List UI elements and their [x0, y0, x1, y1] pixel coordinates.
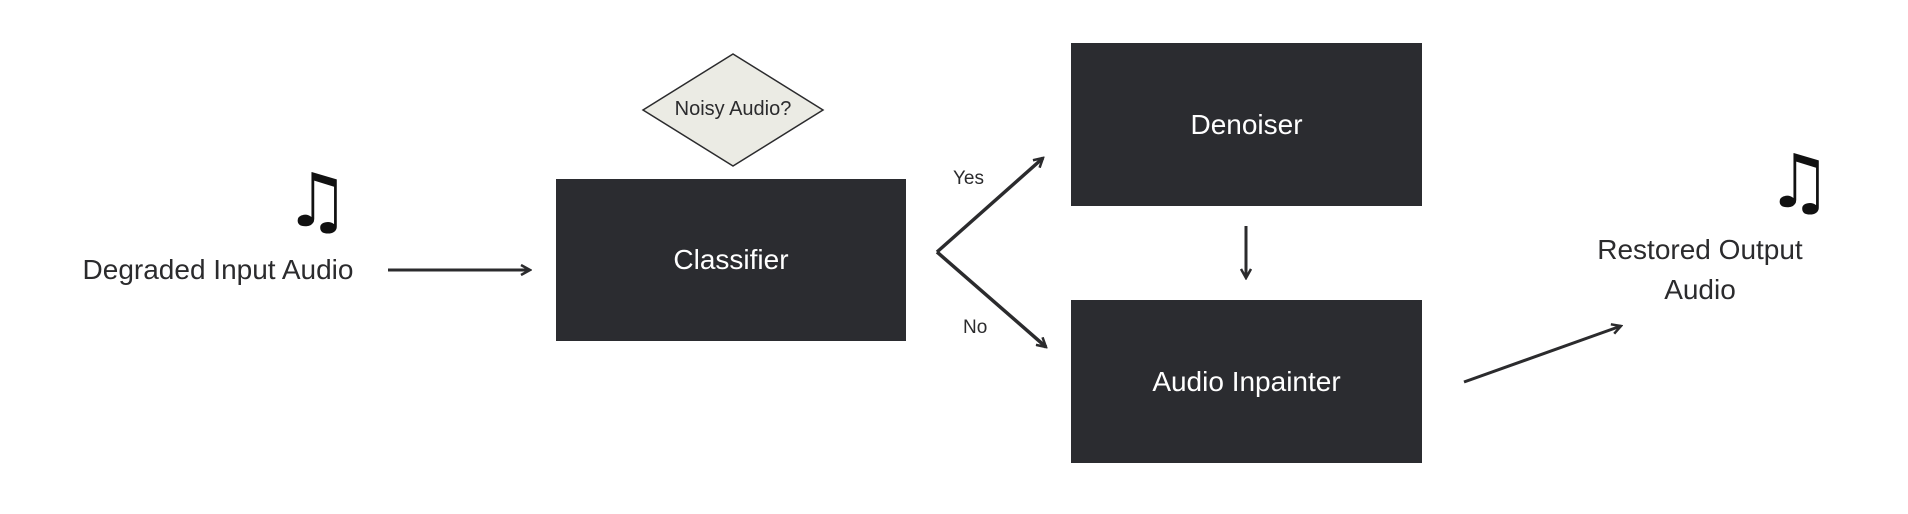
inpainter-label: Audio Inpainter — [1152, 365, 1341, 397]
output-label-line1: Restored Output — [1597, 234, 1803, 265]
arrow-no-to-inpainter — [935, 250, 1046, 347]
inpainter-box: Audio Inpainter — [1071, 300, 1422, 463]
input-label: Degraded Input Audio — [82, 254, 354, 285]
output-music-notes-icon: ♫ — [1766, 139, 1833, 225]
arrow-yes-to-denoiser — [935, 158, 1043, 254]
classifier-label: Classifier — [673, 244, 789, 275]
decision-diamond — [641, 53, 825, 167]
yes-label: Yes — [953, 168, 984, 189]
decision-label: Noisy Audio? — [674, 98, 792, 120]
output-label-line2: Audio — [1664, 274, 1736, 305]
classifier-box: Classifier — [556, 179, 906, 341]
no-label: No — [963, 317, 988, 338]
input-music-notes-icon: ♫ — [284, 158, 351, 244]
denoiser-label: Denoiser — [1190, 108, 1303, 140]
denoiser-box: Denoiser — [1071, 43, 1422, 206]
arrow-inpainter-to-output — [1463, 326, 1621, 384]
